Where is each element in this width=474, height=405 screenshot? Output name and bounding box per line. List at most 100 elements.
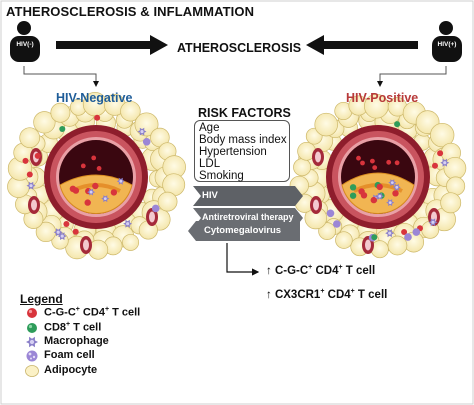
outcome-sup: + (350, 288, 355, 295)
cd8-t-cell (394, 121, 401, 128)
outcome-cgc-cd4: ↑ C-G-C+ CD4+ T cell (266, 264, 375, 277)
legend-text: T cell (109, 306, 141, 319)
outcome-sup: + (320, 288, 325, 295)
left-thick-arrow (56, 35, 168, 55)
outcome-text: CD4 (324, 288, 351, 301)
cgc-cd4-t-cell (358, 188, 365, 195)
hiv-negative-person-icon (10, 21, 40, 62)
microvessel-lumen (149, 211, 155, 223)
outcome-text: CD4 (312, 264, 339, 277)
legend-title: Legend (20, 292, 63, 306)
hiv-positive-person-icon (432, 21, 462, 62)
macrophage-nucleus (395, 185, 399, 189)
foam-cell (412, 228, 421, 236)
macrophage-nucleus (388, 231, 392, 235)
cmv-bar-label: Cytomegalovirus (204, 225, 282, 236)
adipocyte-cell (157, 191, 178, 212)
macrophage-nucleus (103, 197, 107, 201)
outcome-arrow (226, 243, 260, 276)
cgc-cd4-t-cell (386, 159, 392, 165)
adipocyte-icon (25, 365, 39, 377)
atherosclerotic-plaque (59, 174, 133, 214)
outcome-sup: + (308, 264, 313, 271)
risk-factor-item: Age (199, 122, 220, 134)
hiv-positive-label: HIV-Positive (346, 91, 419, 105)
adipocyte-cell (318, 222, 336, 240)
cgc-cd4-t-cell (26, 171, 33, 178)
hiv-negative-icon-text: HIV(-) (16, 41, 34, 48)
microvessel-lumen (313, 199, 319, 211)
outcome-cx3cr1-cd4: ↑ CX3CR1+ CD4+ T cell (266, 288, 387, 301)
cgc-cd4-t-cell (84, 199, 91, 206)
macrophage-nucleus (390, 181, 394, 185)
adipocyte-cell (19, 127, 41, 149)
legend-item-macrophage: Macrophage (44, 335, 109, 347)
right-thick-arrow (306, 35, 418, 55)
legend-icons (25, 308, 39, 377)
legend-sup: + (75, 306, 80, 313)
macrophage-nucleus (119, 179, 123, 183)
adipocyte-cell (293, 158, 312, 177)
macrophage-icon (26, 336, 38, 348)
cd8-t-cell (349, 192, 357, 199)
risk-factor-item: LDL (199, 158, 221, 170)
macrophage-nucleus (388, 201, 392, 205)
outcome-arrow-up: ↑ (266, 288, 272, 301)
legend-text: CD4 (79, 306, 105, 319)
right-connector-line (377, 66, 447, 87)
legend-item-cd8: CD8+ T cell (44, 321, 101, 334)
adipocyte-cell (33, 111, 56, 134)
adipocyte-cell (120, 100, 141, 122)
foam-cell (151, 204, 160, 213)
adipocyte-cell (122, 233, 140, 251)
adipocyte-cell (50, 102, 71, 123)
cd8-t-cell (371, 234, 378, 241)
cgc-cd4-t-cell (356, 155, 361, 161)
green-dot-icon (27, 323, 37, 333)
risk-factors-title: RISK FACTORS (198, 106, 291, 120)
microvessel-lumen (365, 239, 371, 251)
adipocyte-cell (335, 231, 353, 249)
legend-sup: + (66, 321, 71, 328)
foam-cell (404, 233, 412, 241)
cgc-cd4-t-cell (63, 221, 70, 227)
macrophage-nucleus (431, 220, 435, 224)
legend-text: CD8 (44, 321, 67, 334)
foam-cell-icon (26, 350, 38, 362)
risk-factor-item: Hypertension (199, 146, 267, 158)
microvessel-lumen (315, 151, 321, 163)
microvessel-lumen (31, 199, 37, 211)
legend-text: T cell (70, 321, 102, 334)
cgc-cd4-t-cell (69, 185, 77, 192)
diagram-title: ATHEROSCLEROSIS & INFLAMMATION (6, 4, 255, 19)
risk-factors-box: Age Body mass index Hypertension LDL Smo… (194, 120, 290, 182)
hiv-positive-icon-text: HIV(+) (437, 41, 457, 48)
adipocyte-cell (430, 122, 455, 148)
cd8-t-cell (59, 126, 66, 132)
cgc-cd4-t-cell (360, 160, 365, 166)
cgc-cd4-t-cell (401, 229, 408, 235)
adipocyte-cell (440, 192, 462, 214)
cgc-cd4-t-cell (22, 157, 29, 164)
cgc-cd4-t-cell (96, 166, 102, 171)
outcome-sup: + (338, 264, 343, 271)
risk-factor-item: Body mass index (199, 134, 287, 146)
adipocyte-cell (314, 112, 338, 137)
left-connector-line (23, 66, 99, 87)
cgc-cd4-t-cell (370, 158, 375, 164)
macrophage-nucleus (443, 161, 447, 165)
macrophage-nucleus (89, 190, 93, 194)
legend-item-foam-cell: Foam cell (44, 349, 95, 361)
cgc-cd4-t-cell (394, 160, 400, 166)
legend-sup: + (104, 306, 110, 313)
hiv-positive-vessel (289, 93, 467, 259)
cgc-cd4-t-cell (432, 162, 438, 169)
outcome-arrow-up: ↑ (266, 264, 272, 277)
cgc-cd4-t-cell (437, 150, 444, 157)
cgc-cd4-t-cell (372, 165, 378, 171)
legend-item-cgc-cd4: C-G-C+ CD4+ T cell (44, 306, 140, 319)
hiv-negative-vessel (7, 91, 186, 260)
macrophage-nucleus (29, 184, 33, 188)
